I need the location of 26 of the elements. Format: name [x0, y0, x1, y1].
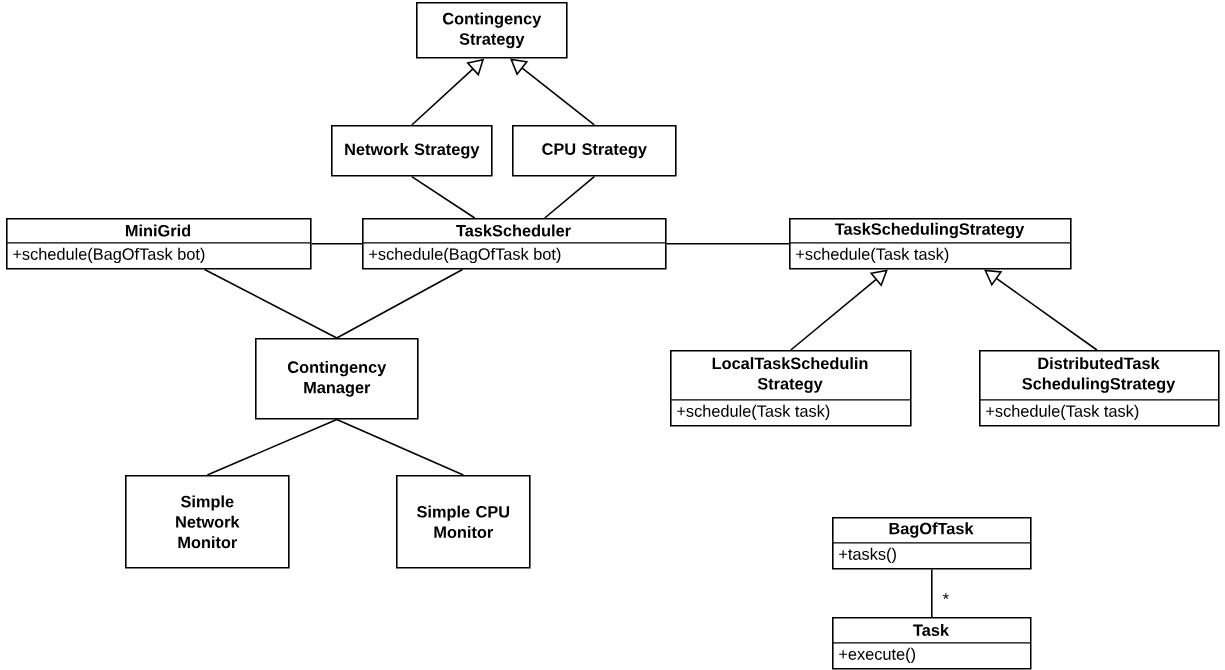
class-box: LocalTaskSchedulin Strategy +schedule(Task task) — [669, 349, 912, 427]
class-box: Simple Network Monitor — [125, 474, 290, 569]
association-line — [206, 418, 338, 476]
association-line — [336, 268, 464, 339]
class-box: Task +execute() — [831, 617, 1032, 670]
association-line — [310, 243, 363, 245]
class-box: BagOfTask +tasks() — [831, 517, 1032, 570]
association-line — [665, 243, 790, 245]
class-box: TaskScheduler +schedule(BagOfTask bot) — [361, 218, 667, 270]
class-box: MiniGrid +schedule(BagOfTask bot) — [5, 218, 312, 270]
class-box: Contingency Manager — [255, 338, 419, 420]
association-line — [203, 268, 338, 339]
class-box: CPU Strategy — [512, 125, 677, 177]
class-box: Network Strategy — [331, 125, 493, 177]
class-box: Contingency Strategy — [416, 2, 568, 59]
generalization-arrow — [984, 269, 1098, 351]
class-box: TaskSchedulingStrategy +schedule(Task task) — [788, 218, 1072, 270]
multiplicity-label: * — [940, 591, 951, 607]
class-box: Simple CPU Monitor — [396, 474, 531, 569]
generalization-arrow — [510, 58, 596, 126]
association-line — [543, 175, 596, 219]
association-line — [931, 568, 933, 618]
association-line — [336, 418, 465, 476]
association-line — [411, 175, 476, 219]
class-box: DistributedTask SchedulingStrategy +schedule(Task task) — [978, 349, 1220, 427]
generalization-arrow — [790, 269, 888, 351]
